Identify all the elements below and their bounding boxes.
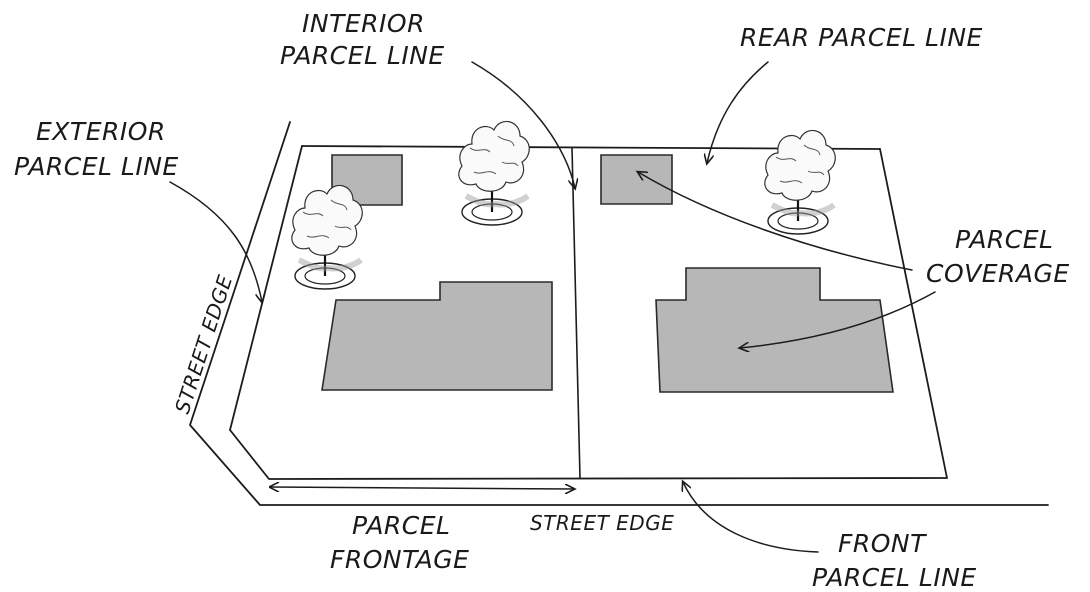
label-parcel-coverage: PARCEL COVERAGE [926, 225, 1070, 288]
label-street-edge-side: STREET EDGE [170, 272, 237, 417]
street-edge-outer-line [189, 121, 1049, 506]
label-interior-parcel-line: INTERIOR PARCEL LINE [280, 9, 445, 70]
tree-icon [292, 185, 362, 289]
label-exterior-parcel-line: EXTERIOR PARCEL LINE [14, 117, 179, 181]
label-parcel-frontage: PARCEL FRONTAGE [330, 511, 469, 574]
label-street-edge-bottom: STREET EDGE [530, 511, 674, 535]
exterior-parcel-line [229, 145, 303, 431]
left-main-building [321, 281, 553, 391]
right-main-building [655, 267, 894, 393]
right-accessory-building [600, 154, 673, 205]
interior-parcel-line-leader [471, 61, 575, 188]
exterior-parcel-line-leader [169, 181, 262, 302]
front-parcel-line-stroke [229, 429, 948, 480]
tree-icon [459, 121, 529, 225]
interior-parcel-line-stroke [571, 147, 581, 479]
label-rear-parcel-line: REAR PARCEL LINE [740, 23, 983, 52]
rear-parcel-line-leader [707, 61, 769, 163]
front-parcel-line-leader [683, 482, 819, 553]
label-front-parcel-line: FRONT PARCEL LINE [812, 529, 977, 592]
parcel-coverage-leader-upper [638, 172, 913, 271]
tree-icon [765, 130, 835, 234]
parcel-coverage-leader-lower [740, 291, 936, 348]
parcel-frontage-dimension [270, 487, 574, 489]
side-parcel-line-right [879, 148, 948, 479]
